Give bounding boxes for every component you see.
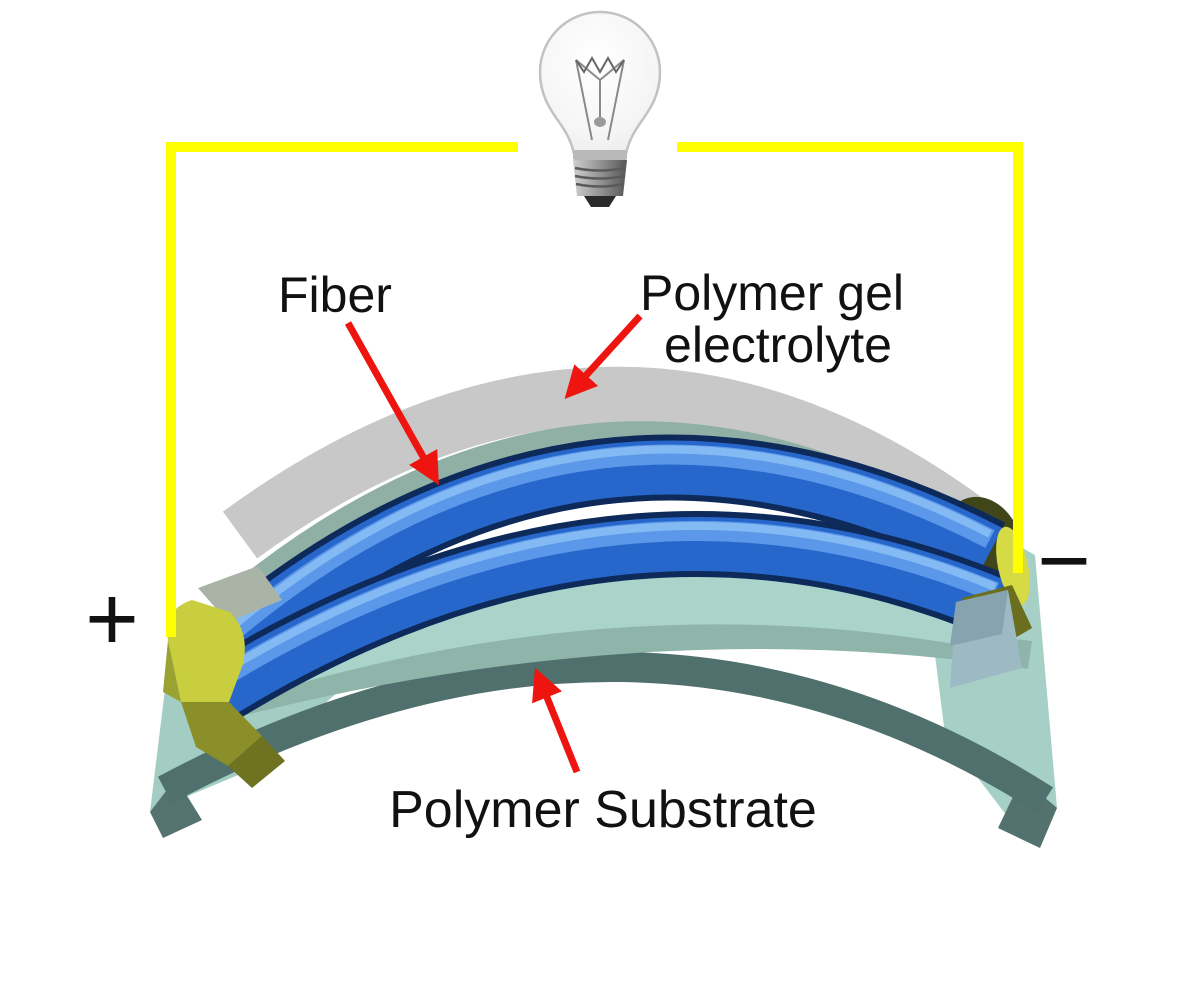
substrate-left-tip	[150, 778, 202, 838]
left-clamp-bright	[167, 600, 245, 711]
negative-terminal-sign: −	[1037, 510, 1091, 612]
positive-terminal-sign: +	[85, 568, 139, 670]
wire-right	[677, 142, 1023, 573]
fiber-arrow	[344, 321, 439, 486]
left-clamp-facet	[181, 702, 262, 766]
circuit-wires	[166, 142, 1023, 637]
bulb-screw-ridges	[574, 166, 626, 188]
gel-arc	[222, 366, 1008, 563]
substrate-label: Polymer Substrate	[389, 781, 817, 839]
left-electrode-clamp	[163, 566, 285, 788]
bulb-filament	[575, 55, 625, 75]
left-clamp-edge	[163, 640, 181, 702]
wire-left	[166, 142, 518, 637]
electrolyte-arrow	[564, 313, 643, 399]
substrate-right-block-shade	[950, 590, 1008, 646]
substrate-front-face	[186, 621, 1033, 729]
bulb-stem	[575, 59, 625, 141]
electrolyte-label-line2: electrolyte	[664, 317, 892, 373]
left-clamp-facet-low	[228, 736, 285, 788]
light-bulb-icon	[538, 10, 662, 207]
polymer-gel-electrolyte-layer	[222, 366, 1008, 563]
annotation-arrows	[344, 313, 643, 774]
bulb-collar	[573, 150, 627, 160]
fiber-label: Fiber	[278, 267, 392, 323]
electrolyte-label-line1: Polymer gel	[640, 265, 904, 321]
substrate-arrow	[532, 667, 581, 774]
substrate-dark-edge	[157, 652, 1054, 813]
bulb-contact-tip	[584, 196, 616, 207]
bulb-stem-knob	[594, 117, 606, 127]
left-clamp-backing	[198, 566, 282, 622]
